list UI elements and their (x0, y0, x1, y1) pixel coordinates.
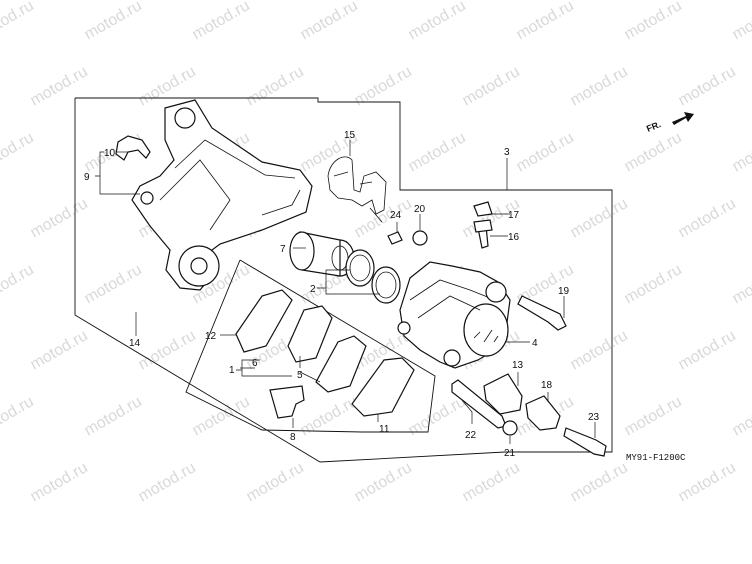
caliper-body (397, 261, 511, 369)
watermark-text: motod.ru (622, 0, 685, 43)
callout-4: 4 (532, 338, 538, 349)
watermark-text: motod.ru (0, 129, 37, 175)
callout-17: 17 (508, 210, 520, 221)
caliper-bracket (131, 99, 313, 291)
arrow-right-icon (672, 112, 694, 125)
pin-bolt-19 (517, 295, 567, 331)
callout-5: 5 (297, 370, 303, 381)
callout-10: 10 (104, 148, 116, 159)
nut-21 (502, 420, 518, 436)
watermark-text: motod.ru (28, 327, 91, 373)
pad-spring (327, 156, 387, 223)
watermark-text: motod.ru (568, 63, 631, 109)
callout-24: 24 (390, 210, 402, 221)
callout-6: 6 (252, 358, 258, 369)
watermark-text: motod.ru (298, 0, 361, 43)
brake-pads (235, 289, 415, 417)
watermark-text: motod.ru (406, 129, 469, 175)
bleeder-valve (473, 201, 493, 249)
watermark-text: motod.ru (622, 261, 685, 307)
caliper-piston (289, 231, 355, 277)
callout-9: 9 (84, 172, 90, 183)
callout-labels: 1 2 3 4 5 6 7 8 9 10 11 12 13 14 15 16 1… (84, 130, 600, 459)
watermark-text: motod.ru (676, 459, 739, 505)
watermark-text: motod.ru (406, 0, 469, 43)
watermark-text: motod.ru (136, 459, 199, 505)
watermark-text: motod.ru (676, 327, 739, 373)
watermark-text: motod.ru (82, 393, 145, 439)
bolt-20 (412, 230, 428, 246)
watermark-text: motod.ru (730, 393, 752, 439)
callout-16: 16 (508, 232, 520, 243)
watermark-text: motod.ru (82, 261, 145, 307)
watermark-layer: motod.ru motod.ru motod.ru motod.ru motod.ru… (0, 0, 752, 505)
bolt-23 (563, 427, 607, 457)
screw-24 (387, 231, 403, 245)
callout-2: 2 (310, 284, 316, 295)
callout-23: 23 (588, 412, 600, 423)
watermark-text: motod.ru (514, 0, 577, 43)
front-direction-arrow: FR. (645, 112, 694, 134)
watermark-text: motod.ru (352, 195, 415, 241)
callout-13: 13 (512, 360, 524, 371)
diagram-code: MY91-F1200C (626, 453, 686, 463)
watermark-text: motod.ru (730, 261, 752, 307)
watermark-text: motod.ru (622, 393, 685, 439)
leader-lines (95, 140, 596, 444)
callout-3: 3 (504, 147, 510, 158)
watermark-text: motod.ru (82, 0, 145, 43)
watermark-text: motod.ru (676, 63, 739, 109)
watermark-text: motod.ru (730, 0, 752, 43)
callout-8: 8 (290, 432, 296, 443)
pad-set-frame (185, 259, 436, 433)
watermark-text: motod.ru (244, 459, 307, 505)
watermark-text: motod.ru (298, 393, 361, 439)
callout-22: 22 (465, 430, 477, 441)
watermark-text: motod.ru (0, 393, 37, 439)
callout-12: 12 (205, 331, 217, 342)
watermark-text: motod.ru (514, 129, 577, 175)
callout-20: 20 (414, 204, 426, 215)
boot-18 (525, 395, 561, 431)
callout-15: 15 (344, 130, 356, 141)
bracket-clip (115, 135, 151, 161)
assembly-frame-outer (74, 97, 613, 463)
watermark-text: motod.ru (352, 459, 415, 505)
callout-11: 11 (379, 424, 390, 435)
watermark-text: motod.ru (568, 195, 631, 241)
callout-19: 19 (558, 286, 570, 297)
front-direction-label: FR. (645, 119, 662, 134)
watermark-text: motod.ru (460, 63, 523, 109)
watermark-text: motod.ru (28, 459, 91, 505)
watermark-text: motod.ru (136, 327, 199, 373)
watermark-text: motod.ru (0, 0, 37, 43)
callout-18: 18 (541, 380, 553, 391)
watermark-text: motod.ru (406, 393, 469, 439)
callout-14: 14 (129, 338, 141, 349)
watermark-text: motod.ru (460, 459, 523, 505)
watermark-text: motod.ru (730, 129, 752, 175)
watermark-text: motod.ru (352, 63, 415, 109)
watermark-text: motod.ru (568, 459, 631, 505)
piston-seals (345, 249, 401, 304)
pad-shim (269, 385, 305, 419)
watermark-text: motod.ru (622, 129, 685, 175)
watermark-text: motod.ru (0, 261, 37, 307)
callout-1: 1 (229, 365, 235, 376)
callout-21: 21 (504, 448, 516, 459)
sleeve-13 (483, 373, 523, 415)
callout-7: 7 (280, 244, 286, 255)
watermark-text: motod.ru (568, 327, 631, 373)
watermark-text: motod.ru (190, 0, 253, 43)
watermark-text: motod.ru (28, 63, 91, 109)
watermark-text: motod.ru (28, 195, 91, 241)
watermark-text: motod.ru (244, 63, 307, 109)
watermark-text: motod.ru (676, 195, 739, 241)
